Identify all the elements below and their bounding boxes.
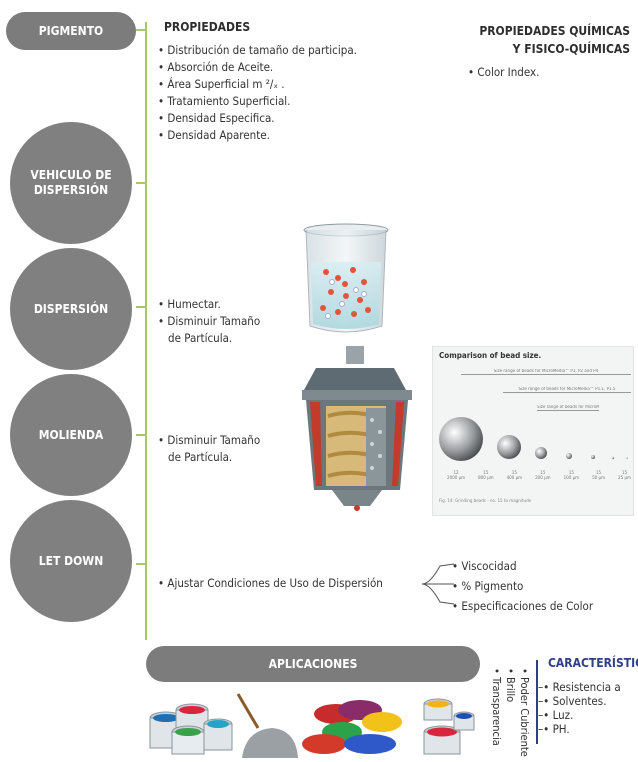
caracteristica-item: –• Resistencia a [538,680,621,694]
beaker-illustration [303,223,389,333]
caracteristicas-list: –• Resistencia a –• Solventes. –• Luz. –… [538,680,621,736]
stage-dispersion: DISPERSIÓN [10,248,132,370]
comparison-title: Comparison of bead size. [439,351,542,360]
bead-size-label: 15 100 µm [563,471,580,481]
molienda-note: de Partícula. [168,450,233,464]
letdown-branch-lines [421,563,455,605]
propiedad-item: Absorción de Aceite. [158,59,357,76]
propiedad-item: Tratamiento Superficial. [158,93,357,110]
molienda-connector [136,434,147,436]
dispersion-note: Humectar. [158,296,260,313]
comparison-range: Size range of beads for MicroMedia™ P1, … [537,405,599,411]
dispersion-note: Disminuir Tamaño [158,313,260,330]
propiedad-item: Densidad Especifica. [158,110,357,127]
quimicas-item: Color Index. [468,64,539,81]
molienda-note: Disminuir Tamaño [158,432,260,449]
dispersion-note: de Partícula. [168,331,233,345]
letdown-branches: Viscocidad % Pigmento Especificaciones d… [452,556,593,616]
aplicaciones-vertical-items: • Poder Cubriente • Brillo • Transparenc… [488,666,532,762]
comparison-range: Size range of beads for MicroMedia™ P1.1… [503,387,631,393]
bead-size-label: 15 50 µm [592,471,606,481]
dispersion-connector [136,306,147,308]
stage-vehiculo-de-dispersion: VEHICULO DE DISPERSIÓN [10,122,132,244]
bead-size-label: 12 2000 µm [447,471,466,481]
pigmento-connector [136,29,147,31]
caracteristica-item: –• PH. [538,722,570,736]
bead-comparison-panel: Comparison of bead size. Size range of b… [432,346,634,516]
propiedad-item: Área Superficial m ²/ₓ . [158,76,357,93]
bead-size-labels: 12 2000 µm 15 800 µm 15 400 µm 15 200 µm… [447,471,631,481]
dispersion-notes: Humectar. Disminuir Tamaño de Partícula. [158,296,260,347]
propiedad-item: Distribución de tamaño de participa. [158,42,357,59]
applications-illustration [149,693,475,758]
vehiculo-connector [136,182,147,184]
propiedad-item: Densidad Aparente. [158,127,357,144]
letdown-branch: Especificaciones de Color [452,596,593,616]
aplicacion-vertical-item: • Brillo [504,668,517,703]
bead-size-label: 15 200 µm [535,471,551,481]
comparison-range: Size range of beads for MicroMedia™ P1, … [461,369,631,375]
caracteristicas-bracket [536,660,538,744]
letdown-main: Ajustar Condiciones de Uso de Dispersión [158,575,382,592]
quimicas-title-line1: PROPIEDADES QUÍMICAS [479,24,630,38]
bead-mill-illustration [302,346,412,511]
caracteristicas-title: CARACTERÍSTIC [548,656,638,670]
letdown-branch: % Pigmento [452,576,593,596]
aplicacion-vertical-item: • Poder Cubriente [518,668,531,757]
letdown-connector [136,563,147,565]
caracteristica-item: –• Luz. [538,708,574,722]
bead-size-label: 15 400 µm [506,471,523,481]
stage-let-down: LET DOWN [10,500,132,622]
stage-pigmento: PIGMENTO [6,12,136,50]
process-vertical-line [145,22,147,640]
bead-spheres [439,417,628,461]
propiedades-list: Distribución de tamaño de participa. Abs… [158,42,357,144]
stage-aplicaciones: APLICACIONES [146,646,480,682]
caracteristica-item: –• Solventes. [538,694,607,708]
bead-size-label: 15 25 µm [618,471,631,481]
bead-size-label: 15 800 µm [478,471,494,481]
letdown-branch: Viscocidad [452,556,593,576]
quimicas-title-line2: Y FISICO-QUÍMICAS [512,42,630,56]
molienda-notes: Disminuir Tamaño de Partícula. [158,432,260,466]
propiedades-title: PROPIEDADES [164,20,251,34]
stage-molienda: MOLIENDA [10,374,132,496]
comparison-caption: Fig. 14: Grinding beads - no. 15 to magn… [439,499,532,504]
aplicacion-vertical-item: • Transparencia [490,668,503,746]
